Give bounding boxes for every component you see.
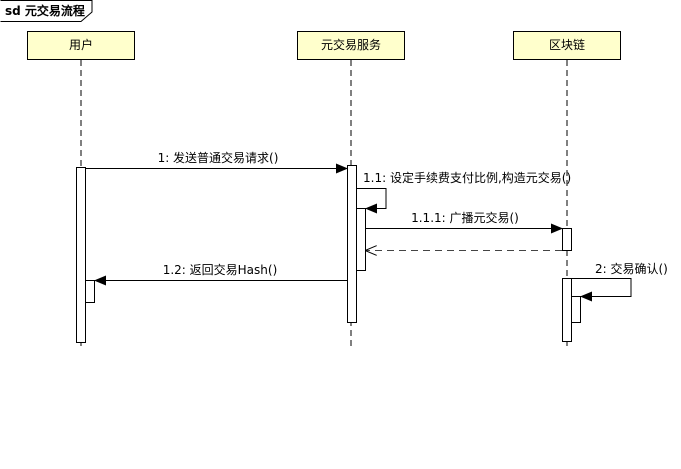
participant-user[interactable]: 用户	[27, 31, 135, 60]
participant-chain[interactable]: 区块链	[513, 31, 621, 60]
activation-chain	[562, 278, 572, 342]
frame-label: sd 元交易流程	[5, 3, 85, 18]
message-1-1-label: 1.1: 设定手续费支付比例,构造元交易()	[363, 170, 571, 185]
participant-service[interactable]: 元交易服务	[297, 31, 405, 60]
message-2-label: 2: 交易确认()	[595, 261, 668, 276]
frame-tab: sd 元交易流程	[0, 0, 93, 22]
message-1[interactable]: 1: 发送普通交易请求()	[86, 150, 348, 174]
activation-chain-broadcast	[562, 228, 572, 251]
message-1-2[interactable]: 1.2: 返回交易Hash()	[94, 262, 347, 286]
message-1-1-1-label: 1.1.1: 广播元交易()	[411, 210, 519, 225]
activation-service	[347, 165, 357, 323]
participant-service-label: 元交易服务	[321, 37, 381, 52]
activation-service-nested	[356, 208, 366, 271]
participant-user-label: 用户	[69, 37, 93, 52]
message-1-1[interactable]: 1.1: 设定手续费支付比例,构造元交易()	[357, 170, 571, 214]
activation-chain-nested	[571, 296, 581, 323]
activation-user	[76, 167, 86, 343]
participant-chain-label: 区块链	[549, 37, 585, 52]
message-1-label: 1: 发送普通交易请求()	[158, 150, 279, 165]
message-1-2-label: 1.2: 返回交易Hash()	[163, 262, 278, 277]
activation-user-nested	[85, 280, 95, 303]
message-2[interactable]: 2: 交易确认()	[572, 261, 668, 302]
message-1-1-1[interactable]: 1.1.1: 广播元交易()	[366, 210, 563, 234]
